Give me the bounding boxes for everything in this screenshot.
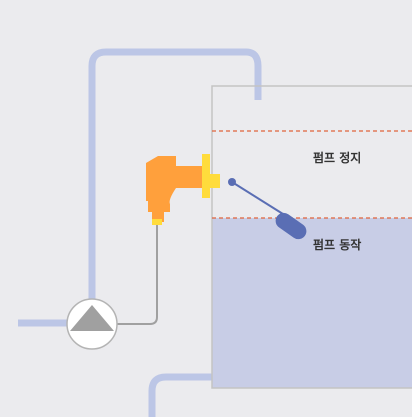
- tank-liquid: [212, 218, 412, 388]
- pump-run-label: 펌프 동작: [313, 238, 362, 252]
- float-arm: [231, 181, 284, 215]
- level-switch-icon: [146, 154, 307, 240]
- float-pivot: [228, 178, 236, 186]
- pipe-tank-outlet: [148, 373, 212, 417]
- signal-wire: [116, 225, 158, 325]
- switch-housing: [146, 156, 202, 222]
- pump-icon: [66, 298, 118, 350]
- pump-triangle: [70, 305, 114, 331]
- pump-stop-label: 펌프 정지: [313, 151, 362, 165]
- switch-flange-plate: [202, 154, 210, 198]
- cable-gland: [152, 219, 162, 225]
- pipe-pump-to-tank: [88, 48, 262, 302]
- float-icon: [275, 212, 307, 240]
- switch-flange-nut: [210, 174, 220, 188]
- tank-wall: [211, 85, 412, 389]
